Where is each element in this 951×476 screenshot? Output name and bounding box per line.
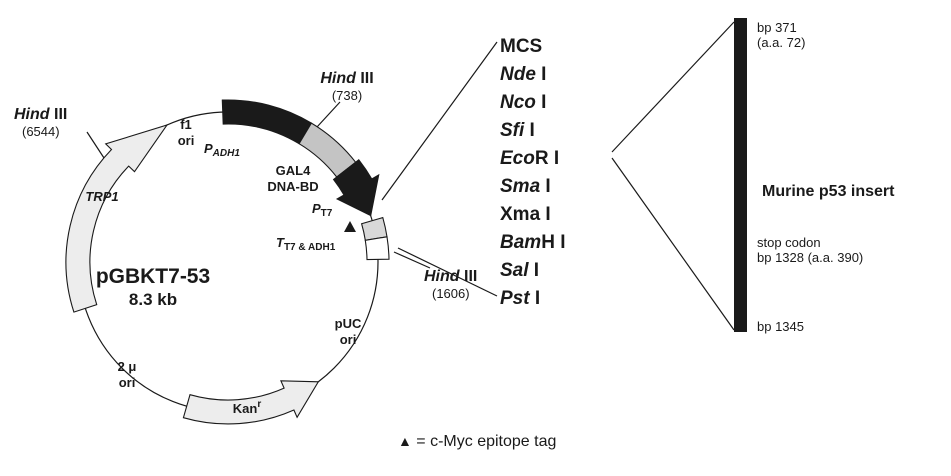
hind3-738-position: (738)	[332, 88, 362, 103]
trp1-label: TRP1	[85, 189, 118, 204]
hind3-1606-pointer-line	[393, 251, 431, 269]
mcs-site-bamh1: BamH I	[500, 232, 565, 253]
mcs-site-sfi1: Sfi I	[500, 120, 535, 141]
plasmid-size: 8.3 kb	[129, 290, 177, 309]
hind3-1606-label: Hind III	[424, 268, 477, 285]
insert-top-aa: (a.a. 72)	[757, 35, 805, 50]
mcs-callout-line-top	[381, 41, 498, 201]
insert-callout-line-bottom	[611, 157, 735, 331]
insert-stop-bp: bp 1328 (a.a. 390)	[757, 250, 863, 265]
mcs-site-nco1: Nco I	[500, 92, 546, 113]
kan-arrow	[182, 380, 320, 425]
puc-ori-label-line2: ori	[340, 332, 357, 347]
t-t7-adh1-label: TT7 & ADH1	[276, 235, 336, 253]
hind3-1606-position: (1606)	[432, 286, 470, 301]
mcs-site-nde1: Nde I	[500, 64, 546, 85]
two-mu-ori-label-line1: 2 μ	[118, 359, 137, 374]
hind3-738-pointer-line	[316, 101, 341, 128]
mcs-site-ecor1: EcoR I	[500, 148, 559, 169]
mcs-callout-line-bottom	[397, 247, 498, 297]
p-t7-arrow	[332, 159, 380, 217]
trp1-arrow	[65, 124, 169, 313]
hind3-6544-label: Hind III	[14, 106, 67, 123]
f1-ori-label-line1: f1	[180, 117, 192, 132]
hind3-6544-position: (6544)	[22, 124, 60, 139]
c-myc-tag-marker-icon	[344, 221, 356, 232]
mcs-site-sal1: Sal I	[500, 260, 539, 281]
t-t7-adh1-box	[364, 236, 390, 261]
f1-ori-label-line2: ori	[178, 133, 195, 148]
triangle-icon: ▲	[398, 433, 412, 449]
mcs-title: MCS	[500, 36, 542, 57]
insert-bottom-bp: bp 1345	[757, 319, 804, 334]
p-adh1-label: PADH1	[204, 141, 240, 159]
gal4-label-line1: GAL4	[276, 163, 311, 178]
mcs-site-xma1: Xma I	[500, 204, 551, 225]
plasmid-name: pGBKT7-53	[96, 265, 210, 288]
kan-label: Kanr	[233, 399, 262, 416]
insert-name: Murine p53 insert	[762, 183, 895, 200]
murine-p53-insert-bar	[734, 18, 747, 332]
mcs-site-pst1: Pst I	[500, 288, 540, 309]
puc-ori-label-line1: pUC	[335, 316, 362, 331]
gal4-label-line2: DNA-BD	[267, 179, 318, 194]
hind3-6544-pointer-line	[86, 131, 105, 159]
hind3-738-label: Hind III	[320, 70, 373, 87]
p-t7-label: PT7	[312, 201, 333, 219]
legend-c-myc: ▲ = c-Myc epitope tag	[398, 433, 556, 450]
two-mu-ori-label-line2: ori	[119, 375, 136, 390]
p-adh1-band	[221, 99, 313, 145]
mcs-site-sma1: Sma I	[500, 176, 551, 197]
insert-callout-line-top	[611, 21, 735, 153]
insert-top-bp: bp 371	[757, 20, 797, 35]
insert-stop-codon: stop codon	[757, 235, 821, 250]
